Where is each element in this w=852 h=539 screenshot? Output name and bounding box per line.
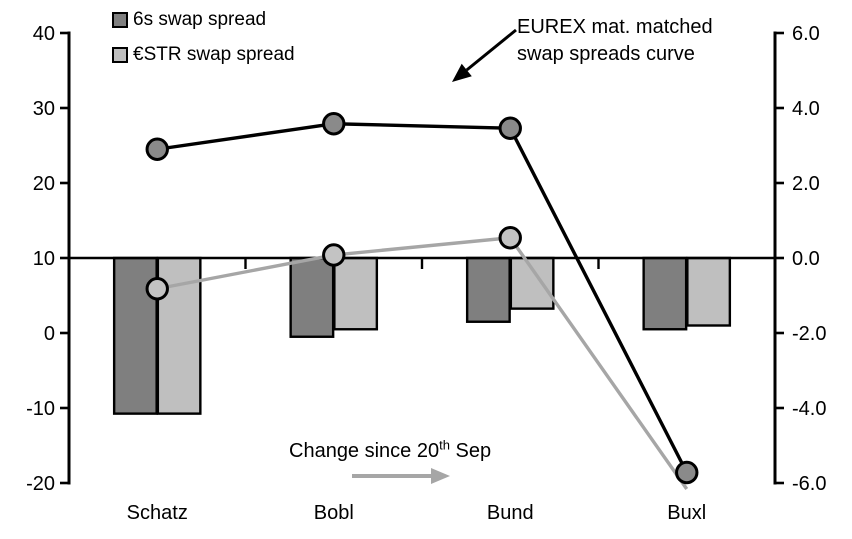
left-axis-tick-label: 20: [33, 173, 55, 195]
right-axis-tick-label: -6.0: [792, 473, 826, 495]
line-6s-swap-spread-curve: [157, 122, 689, 474]
curve-pointer-arrowhead-icon: [452, 63, 472, 82]
marker-6s-bund: [498, 116, 522, 140]
legend-item-estr: €STR swap spread: [112, 44, 295, 66]
category-label-bobl: Bobl: [314, 502, 354, 524]
annotation-change-suffix: Sep: [449, 440, 492, 462]
marker-str-bobl: [322, 243, 346, 267]
annotation-change-sup: th: [439, 437, 450, 453]
line-str-swap-spread-curve: [156, 235, 689, 490]
annotation-curve-label: EUREX mat. matched swap spreads curve: [517, 14, 713, 68]
left-axis-tick-label: -20: [26, 473, 55, 495]
annotation-curve-line2: swap spreads curve: [517, 43, 695, 65]
right-axis-tick-label: -2.0: [792, 323, 826, 345]
left-axis-tick-label: 0: [44, 323, 55, 345]
right-axis-tick-label: 6.0: [792, 23, 820, 45]
legend-swatch-estr-icon: [112, 47, 128, 63]
left-axis-tick-label: 10: [33, 248, 55, 270]
legend-label-6s: 6s swap spread: [133, 9, 267, 30]
marker-6s-bobl: [322, 112, 346, 136]
bar-6s-bund: [465, 256, 511, 323]
left-axis-tick-label: 30: [33, 98, 55, 120]
category-label-schatz: Schatz: [127, 502, 188, 524]
bar-6s-bobl: [289, 256, 335, 338]
bar-str-buxl: [686, 256, 732, 327]
marker-6s-buxl: [675, 460, 699, 485]
curve-pointer-arrow-line: [465, 28, 517, 72]
right-axis-tick-label: 2.0: [792, 173, 820, 195]
right-axis-tick-label: 0.0: [792, 248, 820, 270]
left-axis-tick-label: -10: [26, 398, 55, 420]
legend: 6s swap spread €STR swap spread: [112, 9, 295, 79]
category-label-bund: Bund: [487, 502, 534, 524]
bar-6s-buxl: [642, 256, 688, 331]
annotation-change-prefix: Change since 20: [289, 440, 440, 462]
legend-label-estr: €STR swap spread: [133, 44, 295, 65]
right-axis-tick-label: -4.0: [792, 398, 826, 420]
annotation-curve-line1: EUREX mat. matched: [517, 16, 713, 38]
category-label-buxl: Buxl: [667, 502, 706, 524]
annotation-change-label: Change since 20th Sep: [289, 437, 492, 463]
right-axis-tick-label: 4.0: [792, 98, 820, 120]
bar-str-bund: [509, 256, 555, 310]
marker-6s-schatz: [145, 137, 169, 161]
legend-swatch-6s-icon: [112, 12, 128, 28]
bar-str-bobl: [333, 256, 379, 331]
marker-str-schatz: [145, 277, 169, 301]
legend-item-6s: 6s swap spread: [112, 9, 295, 31]
change-pointer-arrowhead-icon: [431, 468, 450, 484]
left-axis-tick-label: 40: [33, 23, 55, 45]
marker-str-bund: [498, 226, 522, 250]
